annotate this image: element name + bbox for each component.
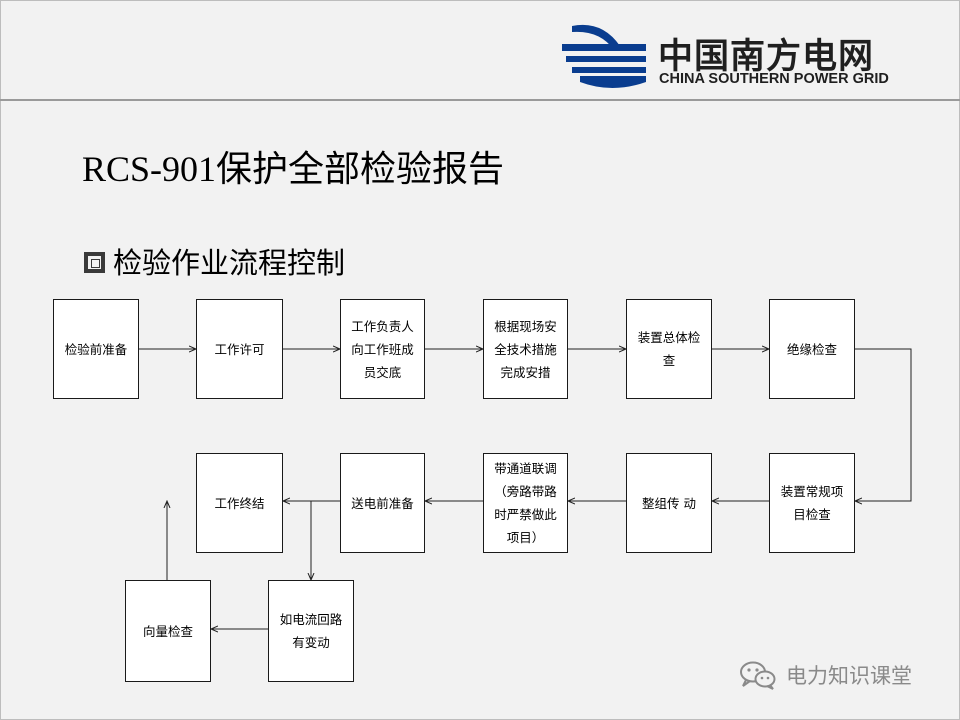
csg-emblem-icon: [562, 24, 646, 88]
step-insulation-check: 绝缘检查: [769, 299, 855, 399]
step-pre-energization-prep: 送电前准备: [340, 453, 425, 553]
section-heading: 检验作业流程控制: [113, 246, 346, 280]
step-current-circuit-change: 如电流回路 有变动: [268, 580, 354, 682]
step-channel-joint-test: 带通道联调 （旁路带路 时严禁做此 项目）: [483, 453, 568, 553]
watermark-text: 电力知识课堂: [786, 664, 912, 688]
step-device-overall-check: 装置总体检 查: [626, 299, 712, 399]
logo-name-cn: 中国南方电网: [658, 37, 875, 77]
header-divider: [0, 99, 960, 101]
company-logo: 中国南方电网 CHINA SOUTHERN POWER GRID: [562, 24, 912, 90]
step-team-briefing: 工作负责人 向工作班成 员交底: [340, 299, 425, 399]
watermark: 电力知识课堂: [738, 660, 912, 690]
step-work-permit: 工作许可: [196, 299, 283, 399]
step-group-drive-test: 整组传 动: [626, 453, 712, 553]
step-work-termination: 工作终结: [196, 453, 283, 553]
wechat-icon: [740, 661, 776, 690]
connector-n6-n7: [855, 348, 912, 501]
step-safety-measures: 根据现场安 全技术措施 完成安措: [483, 299, 568, 399]
step-vector-check: 向量检查: [125, 580, 211, 682]
slide-title: RCS-901保护全部检验报告: [82, 149, 505, 189]
section-heading-row: 检验作业流程控制: [84, 240, 345, 280]
step-routine-item-check: 装置常规项 目检查: [769, 453, 855, 553]
step-pre-inspection-prep: 检验前准备: [53, 299, 139, 399]
square-bullet-icon: [84, 251, 105, 273]
logo-name-en: CHINA SOUTHERN POWER GRID: [659, 71, 889, 87]
